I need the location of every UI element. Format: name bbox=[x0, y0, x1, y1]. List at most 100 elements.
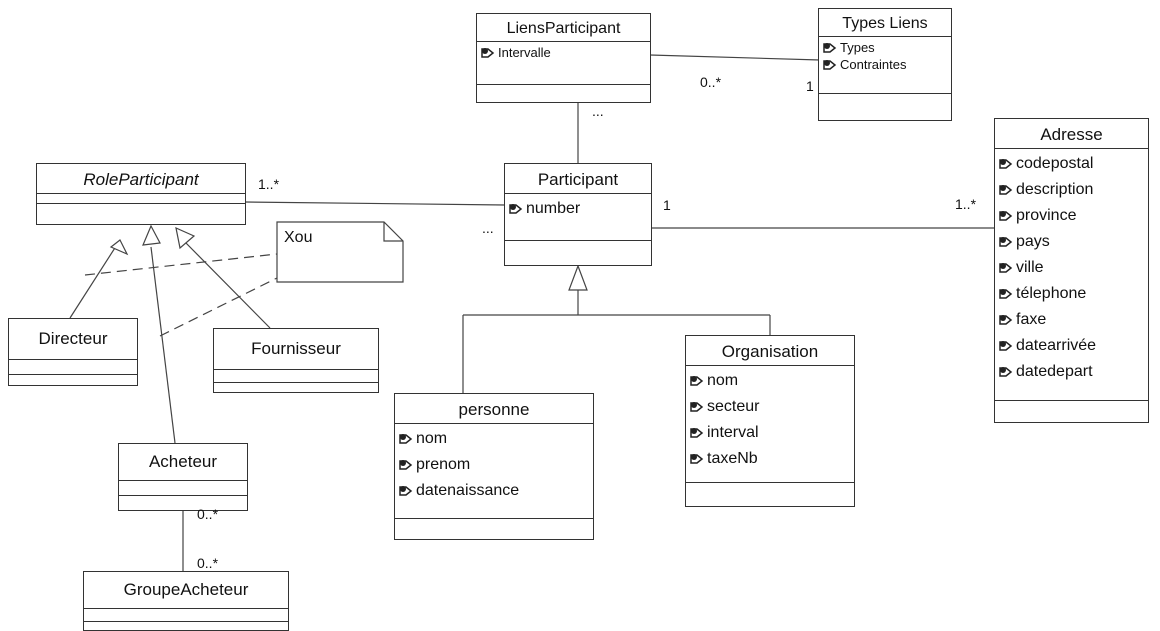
generalization-arrowhead-acheteur bbox=[142, 224, 161, 246]
class-name: Fournisseur bbox=[214, 329, 378, 370]
protected-attribute-icon bbox=[999, 289, 1013, 299]
attribute-name: faxe bbox=[1016, 311, 1047, 328]
attribute-name: ville bbox=[1016, 259, 1044, 276]
attribute: datedepart bbox=[995, 359, 1148, 385]
attribute: pays bbox=[995, 229, 1148, 255]
attributes: Types Contraintes bbox=[819, 37, 951, 94]
class-participant[interactable]: Participant number bbox=[504, 163, 652, 266]
note-shape bbox=[276, 221, 404, 283]
attribute: Intervalle bbox=[477, 44, 650, 61]
attribute-name: datenaissance bbox=[416, 482, 520, 499]
attribute: interval bbox=[686, 420, 854, 446]
protected-attribute-icon bbox=[399, 460, 413, 470]
protected-attribute-icon bbox=[690, 402, 704, 412]
class-name: Organisation bbox=[686, 336, 854, 366]
protected-attribute-icon bbox=[509, 204, 523, 214]
attribute-name: Contraintes bbox=[840, 57, 907, 72]
attribute: nom bbox=[686, 368, 854, 394]
note-xou[interactable]: Xou bbox=[276, 221, 404, 283]
attribute-name: datearrivée bbox=[1016, 337, 1097, 354]
protected-attribute-icon bbox=[999, 341, 1013, 351]
generalization-acheteur bbox=[150, 246, 176, 444]
protected-attribute-icon bbox=[399, 486, 413, 496]
attribute-name: datedepart bbox=[1016, 363, 1093, 380]
attribute-name: télephone bbox=[1016, 285, 1087, 302]
protected-attribute-icon bbox=[999, 237, 1013, 247]
protected-attribute-icon bbox=[481, 47, 495, 58]
protected-attribute-icon bbox=[999, 263, 1013, 273]
attribute: number bbox=[505, 196, 651, 222]
attribute: province bbox=[995, 203, 1148, 229]
protected-attribute-icon bbox=[999, 315, 1013, 325]
attribute: codepostal bbox=[995, 151, 1148, 177]
attribute: taxeNb bbox=[686, 446, 854, 472]
attribute: télephone bbox=[995, 281, 1148, 307]
attributes: number bbox=[505, 194, 651, 241]
attribute: description bbox=[995, 177, 1148, 203]
attribute-name: pays bbox=[1016, 233, 1050, 250]
multiplicity-participant-left: ... bbox=[482, 220, 494, 236]
protected-attribute-icon bbox=[690, 428, 704, 438]
attributes bbox=[84, 609, 288, 622]
note-text: Xou bbox=[284, 229, 313, 246]
class-organisation[interactable]: Organisation nom secteur interval taxeNb bbox=[685, 335, 855, 507]
multiplicity-liens-participant: ... bbox=[592, 103, 604, 119]
attribute-name: province bbox=[1016, 207, 1077, 224]
class-role-participant[interactable]: RoleParticipant bbox=[36, 163, 246, 225]
xou-link-2 bbox=[159, 277, 278, 337]
class-fournisseur[interactable]: Fournisseur bbox=[213, 328, 379, 393]
class-liens-participant[interactable]: LiensParticipant Intervalle bbox=[476, 13, 651, 103]
class-adresse[interactable]: Adresse codepostal description province … bbox=[994, 118, 1149, 423]
attribute: prenom bbox=[395, 452, 593, 478]
class-name: GroupeAcheteur bbox=[84, 572, 288, 609]
protected-attribute-icon bbox=[690, 454, 704, 464]
multiplicity-role-side: 1..* bbox=[258, 176, 280, 192]
attribute: datenaissance bbox=[395, 478, 593, 504]
class-groupe-acheteur[interactable]: GroupeAcheteur bbox=[83, 571, 289, 631]
attribute-name: nom bbox=[707, 372, 739, 389]
attribute-name: codepostal bbox=[1016, 155, 1094, 172]
attribute-name: interval bbox=[707, 424, 759, 441]
protected-attribute-icon bbox=[999, 211, 1013, 221]
attribute: faxe bbox=[995, 307, 1148, 333]
class-name: personne bbox=[395, 394, 593, 424]
class-directeur[interactable]: Directeur bbox=[8, 318, 138, 386]
protected-attribute-icon bbox=[999, 367, 1013, 377]
attribute-name: secteur bbox=[707, 398, 760, 415]
attribute-name: taxeNb bbox=[707, 450, 758, 467]
protected-attribute-icon bbox=[690, 376, 704, 386]
association-role-participant bbox=[244, 201, 506, 206]
protected-attribute-icon bbox=[823, 59, 837, 70]
multiplicity-acheteur-side: 0..* bbox=[197, 506, 219, 522]
attribute-name: description bbox=[1016, 181, 1094, 198]
attribute: datearrivée bbox=[995, 333, 1148, 359]
class-name: Acheteur bbox=[119, 444, 247, 481]
class-name: Directeur bbox=[9, 319, 137, 360]
class-acheteur[interactable]: Acheteur bbox=[118, 443, 248, 511]
generalization-directeur bbox=[69, 239, 121, 319]
class-types-liens[interactable]: Types Liens Types Contraintes bbox=[818, 8, 952, 121]
association-liens-types bbox=[649, 54, 821, 61]
protected-attribute-icon bbox=[399, 434, 413, 444]
protected-attribute-icon bbox=[999, 159, 1013, 169]
class-personne[interactable]: personne nom prenom datenaissance bbox=[394, 393, 594, 540]
attribute-name: Types bbox=[840, 40, 875, 55]
multiplicity-types-side: 1 bbox=[806, 78, 814, 94]
attributes: codepostal description province pays vil… bbox=[995, 149, 1148, 401]
attributes: nom secteur interval taxeNb bbox=[686, 366, 854, 483]
multiplicity-groupe-side: 0..* bbox=[197, 555, 219, 571]
multiplicity-participant-right: 1 bbox=[663, 197, 671, 213]
attributes bbox=[37, 194, 245, 204]
attributes bbox=[119, 481, 247, 496]
attribute: nom bbox=[395, 426, 593, 452]
class-name: LiensParticipant bbox=[477, 14, 650, 42]
attributes bbox=[214, 370, 378, 383]
generalization-fournisseur bbox=[183, 240, 271, 329]
attributes bbox=[9, 360, 137, 375]
class-name: Adresse bbox=[995, 119, 1148, 149]
attribute: Contraintes bbox=[819, 56, 951, 73]
protected-attribute-icon bbox=[999, 185, 1013, 195]
generalization-arrowhead-directeur bbox=[109, 239, 129, 256]
multiplicity-liens-types: 0..* bbox=[700, 74, 722, 90]
